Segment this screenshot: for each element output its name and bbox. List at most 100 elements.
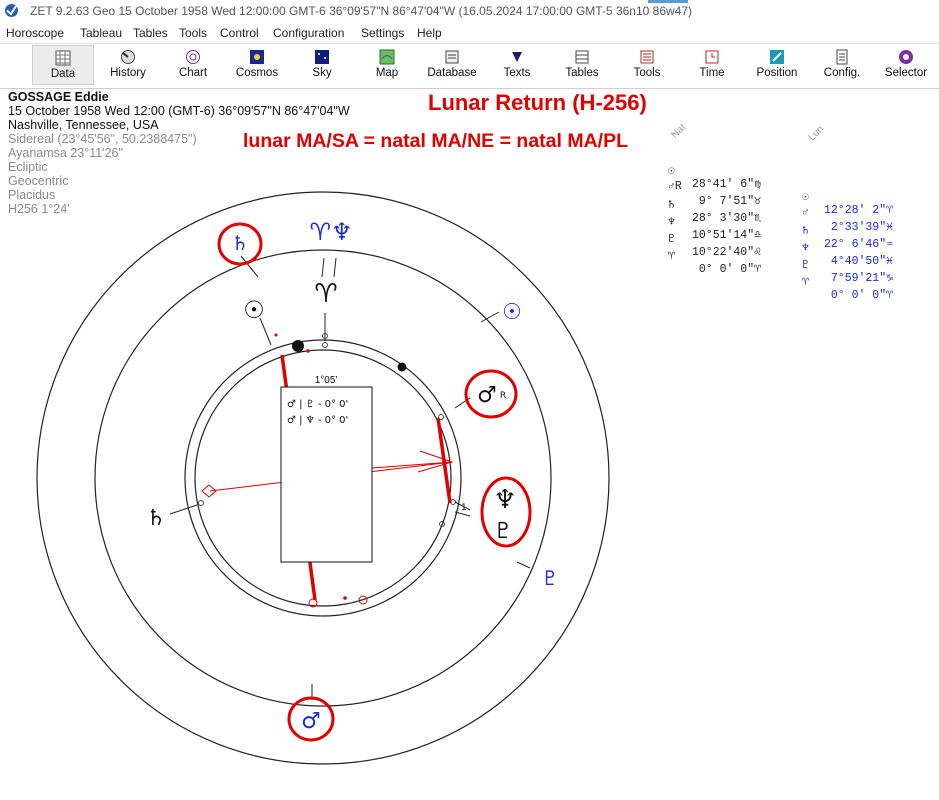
- natal-aries-glyph: ♈: [314, 279, 337, 309]
- axis-diamond-marker: [201, 484, 217, 498]
- tables-icon: [575, 50, 589, 64]
- inner-ring-inner: [194, 349, 452, 607]
- natal-position: 10°22'40"♌: [692, 246, 762, 259]
- title-bar: ZET 9.2.63 Geo 15 October 1958 Wed 12:00…: [0, 0, 939, 22]
- menu-help[interactable]: Help: [417, 26, 442, 40]
- toolbar-selector-label: Selector: [884, 67, 928, 79]
- sun-outer-tick: [480, 311, 500, 323]
- mars-neptune-midpoint-line: [436, 417, 452, 504]
- menu-tableau[interactable]: Tableau: [80, 26, 123, 40]
- natal-symbol: ♇: [668, 233, 675, 246]
- map-icon: [379, 49, 395, 65]
- config-icon: [836, 49, 848, 65]
- window-title: ZET 9.2.63 Geo 15 October 1958 Wed 12:00…: [30, 4, 693, 18]
- ayanamsa: Ayanamsa 23°11'26": [8, 146, 123, 160]
- toolbar-history-label: History: [110, 67, 146, 79]
- sun-inner-tick: [259, 317, 272, 346]
- history-icon: [121, 50, 135, 64]
- pluto-return-marker: [308, 598, 318, 608]
- toolbar-tables-label: Tables: [565, 67, 599, 79]
- menu-bar: Horoscope Tableau Tables Tools Control C…: [0, 23, 939, 43]
- texts-icon: [512, 52, 522, 62]
- menu-tables[interactable]: Tables: [133, 26, 168, 40]
- lunar-symbol: ♈: [802, 276, 809, 289]
- sky-icon: [315, 50, 329, 64]
- lunar-position: 0° 0' 0"♈: [824, 289, 894, 302]
- tools-icon: [640, 50, 654, 64]
- annotation-title: Lunar Return (H-256): [428, 90, 647, 115]
- pluto-outer-tick: [516, 561, 531, 569]
- natal-saturn-glyph: ♄: [146, 506, 166, 531]
- house-system: Placidus: [8, 188, 56, 202]
- lunar-symbol: ☉: [802, 191, 809, 204]
- toolbar-map-label: Map: [375, 67, 399, 79]
- natal-sun-glyph: ☉: [243, 296, 265, 324]
- table-row: ☉ 28°41' 6"♍ ☉ 12°28' 2"♈: [668, 150, 893, 217]
- axis-arrow-line-2: [371, 461, 453, 469]
- toolbar-position-label: Position: [756, 67, 798, 79]
- toolbar-data-button[interactable]: Data: [32, 45, 94, 85]
- table-row: ♈ 0° 0' 0"♈ ♈ 0° 0' 0"♈: [668, 235, 893, 302]
- menu-settings[interactable]: Settings: [361, 26, 405, 40]
- saturn-outer-tick: [240, 255, 259, 278]
- lunar-position: 12°28' 2"♈: [824, 204, 894, 217]
- toolbar-history-button[interactable]: History: [100, 45, 156, 85]
- position-icon: [770, 50, 784, 64]
- toolbar-data-label: Data: [50, 68, 76, 80]
- natal-pluto-glyph: ♇: [493, 519, 513, 544]
- mars-outer-highlight-circle: [287, 696, 335, 742]
- mars-highlight-circle: [464, 369, 518, 419]
- toolbar-selector-button[interactable]: Selector: [878, 45, 934, 85]
- time-icon: [705, 50, 719, 64]
- middle-ring: [94, 249, 552, 707]
- birth-date-line: 15 October 1958 Wed 12:00 (GMT-6) 36°09'…: [8, 104, 350, 118]
- menu-control[interactable]: Control: [220, 26, 259, 40]
- menu-tools[interactable]: Tools: [179, 26, 208, 40]
- center-type: Geocentric: [8, 174, 69, 188]
- lunar-mars-glyph: ♂: [301, 709, 321, 734]
- chart-wheel-icon: [186, 50, 200, 64]
- toolbar-database-button[interactable]: Database: [424, 45, 480, 85]
- menu-configuration[interactable]: Configuration: [273, 26, 345, 40]
- toolbar-map-button[interactable]: Map: [359, 45, 415, 85]
- data-grid-icon: [55, 50, 71, 66]
- toolbar: Data History Chart Cosmos Sky Map Databa…: [0, 43, 939, 89]
- info-box-title: 1°05': [315, 375, 338, 386]
- table-row: ♂R 9° 7'51"♉ ♂ 2°33'39"♓: [668, 167, 893, 234]
- table-row: ♆ 10°51'14"♎ ♆ 4°40'50"♓: [668, 201, 893, 268]
- title-accent-bar: [648, 0, 688, 3]
- natal-symbol: ♈: [668, 250, 675, 263]
- saturn-inner-tick: [169, 504, 198, 515]
- toolbar-tools-button[interactable]: Tools: [619, 45, 675, 85]
- lunar-symbol: ♄: [802, 225, 809, 238]
- red-dot-2: [274, 333, 278, 337]
- info-box-line-1: ♂ | ♇ - 0° 0': [287, 399, 348, 410]
- outer-ring: [36, 191, 610, 765]
- toolbar-texts-button[interactable]: Texts: [489, 45, 545, 85]
- toolbar-cosmos-button[interactable]: Cosmos: [229, 45, 285, 85]
- house-cusp-label: 1: [461, 503, 467, 513]
- pluto-marker: [439, 521, 445, 527]
- toolbar-time-button[interactable]: Time: [684, 45, 740, 85]
- toolbar-sky-label: Sky: [312, 67, 332, 79]
- menu-horoscope[interactable]: Horoscope: [6, 26, 65, 40]
- toolbar-chart-button[interactable]: Chart: [165, 45, 221, 85]
- toolbar-config-button[interactable]: Config.: [814, 45, 870, 85]
- natal-position: 10°51'14"♎: [692, 229, 762, 242]
- chart-info-panel: GOSSAGE Eddie 15 October 1958 Wed 12:00 …: [8, 90, 350, 216]
- lunar-saturn-glyph: ♄: [231, 231, 249, 255]
- lunar-position: 7°59'21"♑: [824, 272, 894, 285]
- toolbar-sky-button[interactable]: Sky: [294, 45, 350, 85]
- toolbar-position-button[interactable]: Position: [749, 45, 805, 85]
- inner-ring-outer: [184, 339, 462, 617]
- natal-position: 28°41' 6"♍: [692, 178, 762, 191]
- neptune-pluto-inner-tick: [454, 501, 471, 517]
- cosmos-icon: [250, 50, 264, 64]
- table-row: ♄ 28° 3'30"♏ ♄ 22° 6'46"♒: [668, 184, 893, 251]
- table-row: ♇ 10°22'40"♌ ♇ 7°59'21"♑: [668, 218, 893, 285]
- toolbar-database-label: Database: [427, 67, 477, 79]
- toolbar-tables-button[interactable]: Tables: [554, 45, 610, 85]
- info-box-line-2: ♂ | ♆ - 0° 0': [287, 415, 348, 426]
- aries-marker: [322, 333, 328, 339]
- saturn-highlight-circle: [217, 222, 263, 266]
